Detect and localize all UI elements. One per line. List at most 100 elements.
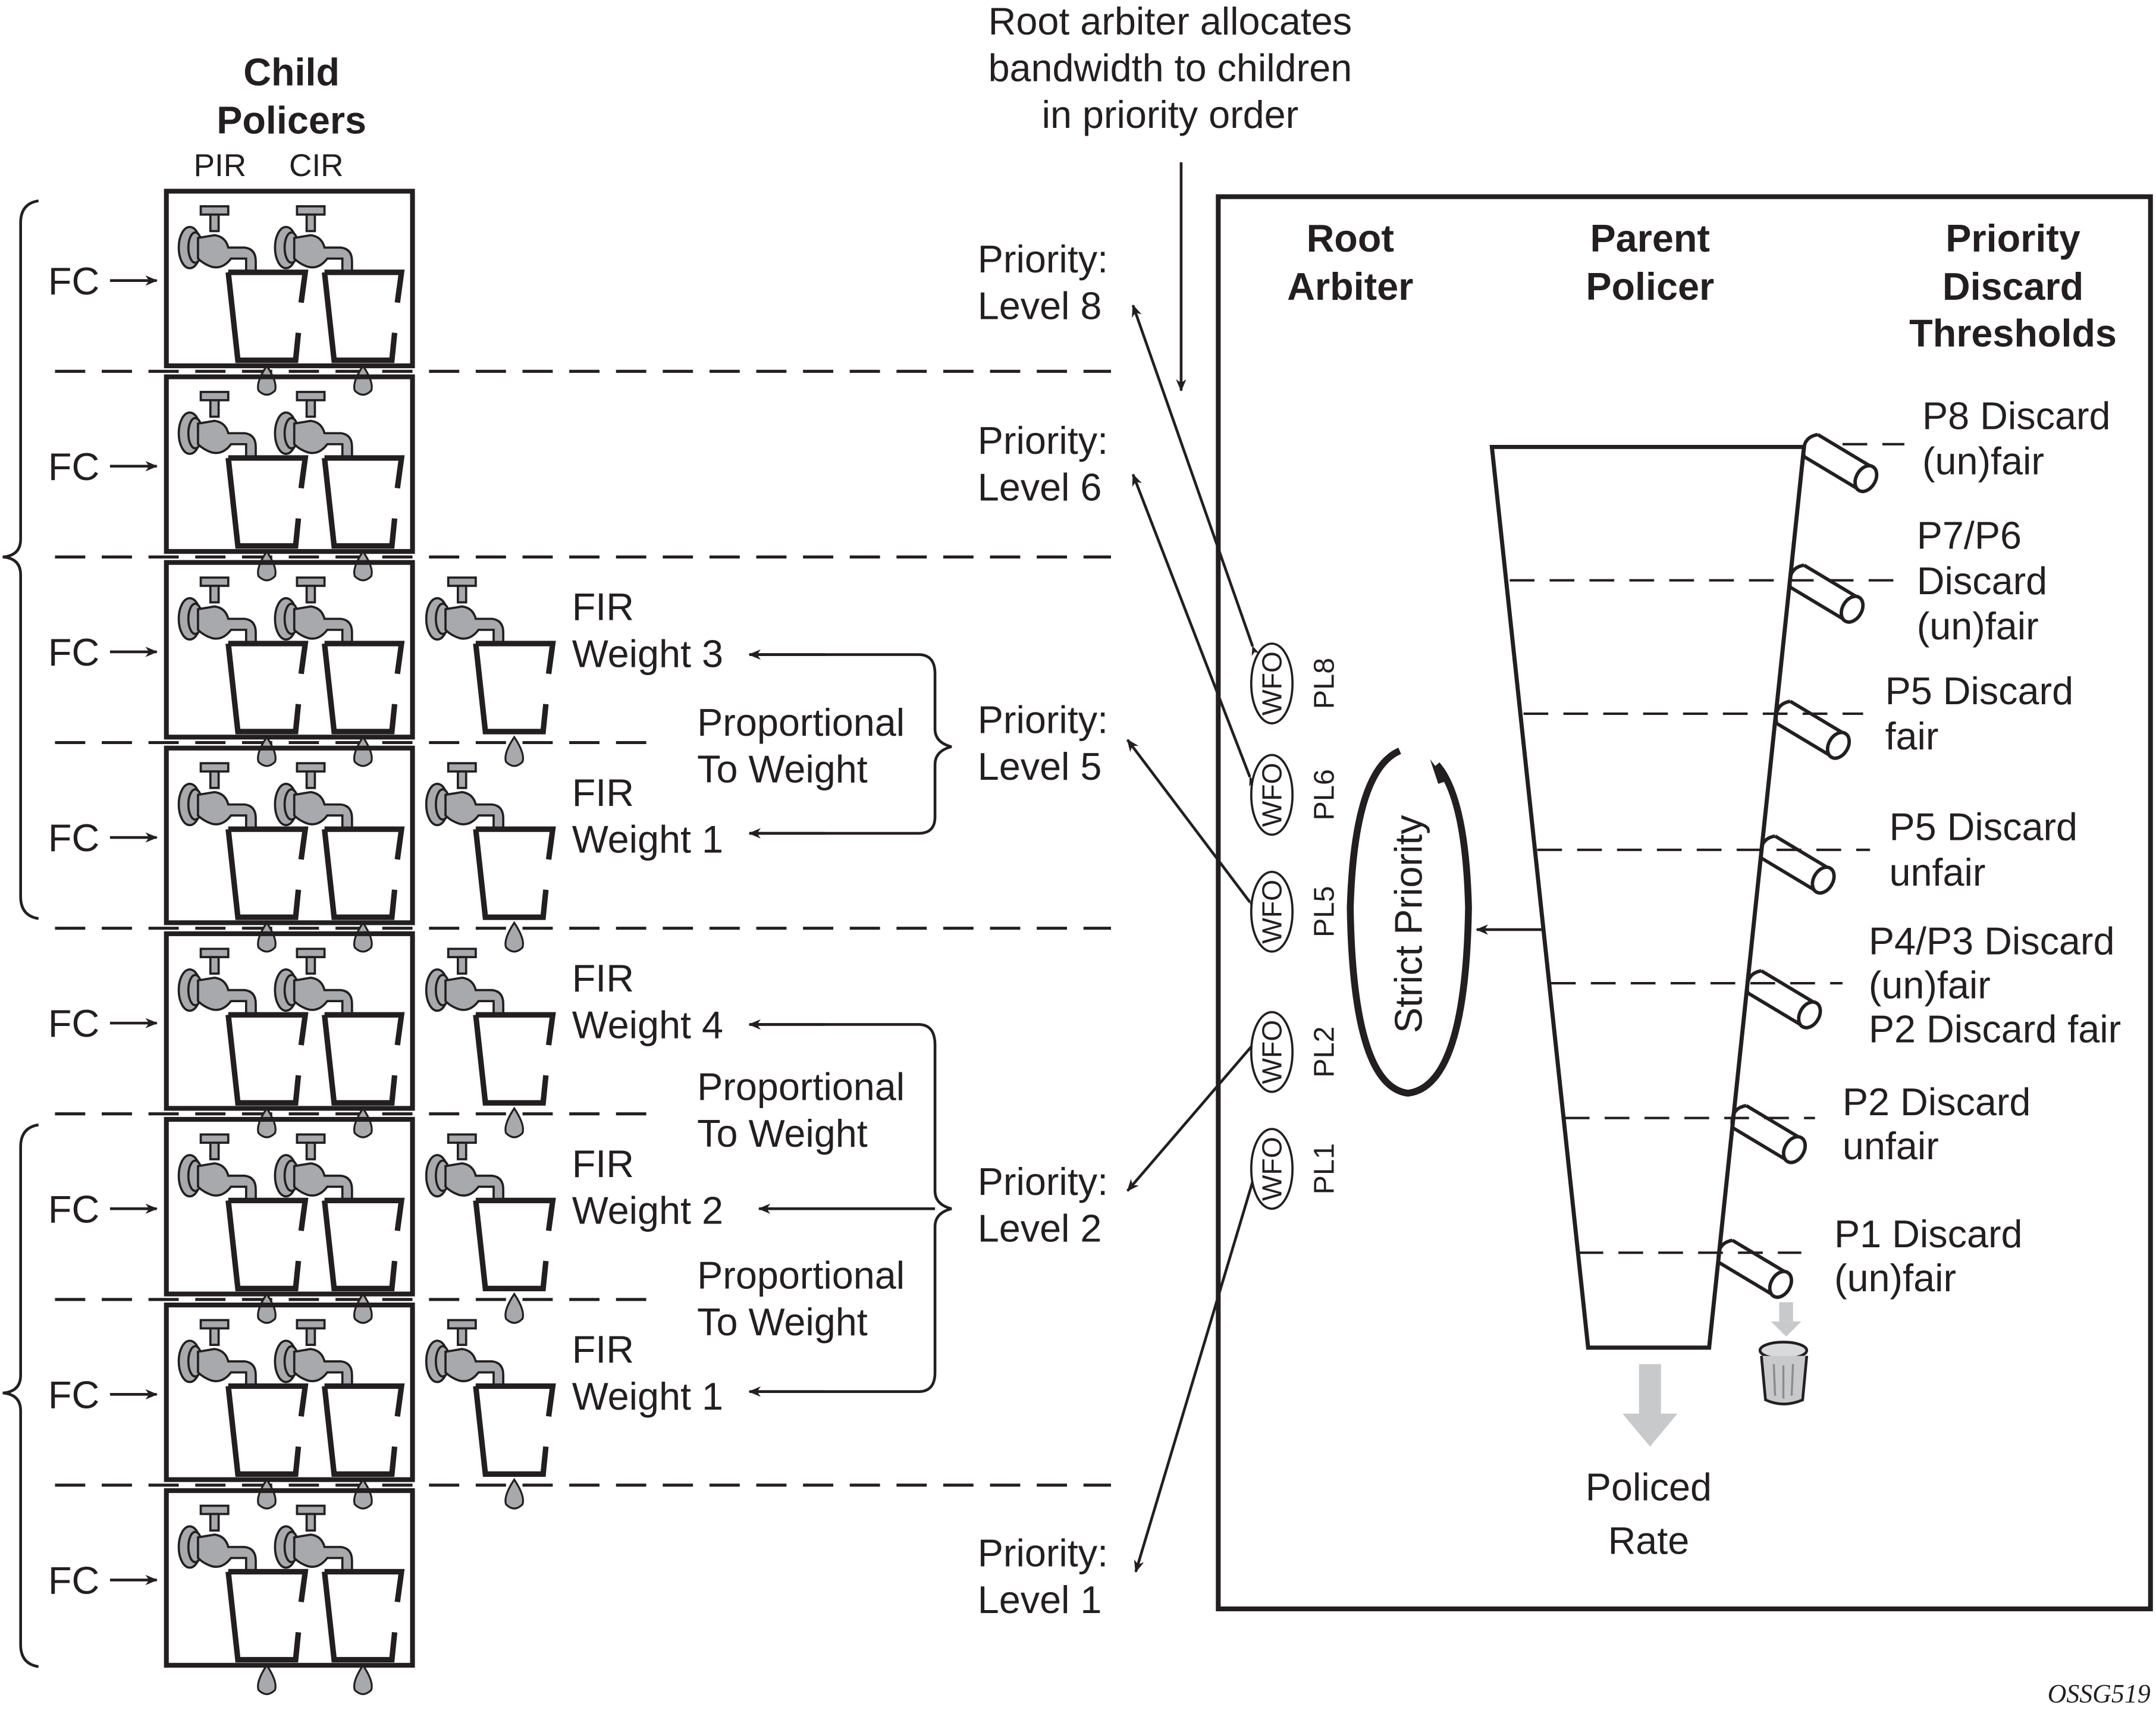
fir-label: FIR [572,585,634,629]
cir-faucet-icon [274,391,353,459]
svg-text:To Weight: To Weight [697,1112,868,1155]
fir-weight-label: Weight 4 [572,1003,723,1047]
svg-text:P2 Discard: P2 Discard [1843,1080,2031,1124]
fir-weight-label: Weight 3 [572,632,723,675]
svg-text:Level 1: Level 1 [978,1578,1102,1621]
wfo-loop-icon [1250,754,1294,836]
fir-label: FIR [572,771,634,814]
wfo-label: WFO [1257,651,1288,716]
child-policer-row: FC [48,189,415,394]
svg-text:Rate: Rate [1608,1519,1690,1562]
cir-faucet-icon [274,576,353,645]
discard-valve-icon [1804,435,1881,495]
discard-label-p1: P1 Discard (un)fair [1834,1212,2023,1300]
svg-text:Proportional: Proportional [697,701,905,744]
svg-text:unfair: unfair [1843,1124,1939,1168]
discard-valve-icon [1732,1106,1809,1166]
discard-valve-icon [1790,565,1867,626]
priority-level-tag: PL2 [1308,1026,1341,1077]
discard-valves [1718,435,1881,1301]
discard-arrow-icon [1771,1302,1802,1337]
svg-text:P4/P3 Discard: P4/P3 Discard [1869,920,2115,963]
svg-text:Thresholds: Thresholds [1909,312,2117,355]
pir-faucet-icon [177,1319,257,1388]
priority-level-5: Priority: Level 5 [978,698,1108,788]
cir-faucet-icon [274,205,353,274]
fir-weight-label: Weight 1 [572,1375,723,1418]
group-brace-lower [2,1123,39,1668]
annotation-line-3: in priority order [1042,93,1299,136]
fir-faucet-icon [425,762,504,831]
discard-thresholds-title: Priority Discard Thresholds [1909,217,2117,355]
policed-rate-arrow-icon [1622,1364,1678,1447]
group-brace-upper [2,199,39,920]
child-policers-title-1: Child [243,50,340,93]
priority-level-2: Priority: Level 2 [978,1160,1108,1250]
parent-policer-funnel [1489,444,1807,1350]
discard-label-p4-p3: P4/P3 Discard (un)fair P2 Discard fair [1869,920,2121,1051]
fir-label: FIR [572,956,634,1000]
pir-faucet-icon [177,1133,257,1202]
pir-faucet-icon [177,762,257,831]
priority-level-8: Priority: Level 8 [978,237,1108,328]
proportional-label-2: Proportional To Weight [697,1065,905,1156]
child-policer-box [164,745,415,925]
priority-level-1: Priority: Level 1 [978,1531,1108,1621]
cir-faucet-icon [274,1133,353,1202]
cir-faucet-icon [274,762,353,831]
root-arbiter-title: Root Arbiter [1287,217,1413,308]
top-annotation: Root arbiter allocates bandwidth to chil… [988,0,1352,392]
child-policer-box [164,560,415,740]
priority-connectors [1126,304,1265,1573]
strict-priority-loop [1347,748,1472,1097]
svg-text:P8 Discard: P8 Discard [1922,394,2111,437]
fir-label: FIR [572,1142,634,1185]
proportional-label-1: Proportional To Weight [697,701,905,791]
discard-valve-icon [1776,701,1853,762]
fc-label: FC [48,445,99,488]
discard-valve-icon [1761,836,1838,897]
priority-level-tag: PL6 [1308,769,1341,820]
annotation-line-2: bandwidth to children [988,46,1352,89]
child-policer-box [164,1116,415,1297]
row-separators [55,369,1111,1487]
svg-text:Priority:: Priority: [978,1531,1108,1574]
pir-faucet-icon [177,205,257,274]
fir-faucet-icon [425,1319,504,1388]
pir-bucket-icon [228,1572,305,1695]
priority-level-tag: PL5 [1308,886,1341,937]
svg-text:Level 6: Level 6 [978,466,1102,509]
svg-text:Priority: Priority [1945,217,2080,260]
fc-label: FC [48,816,99,859]
fc-label: FC [48,1002,99,1045]
fir-label: FIR [572,1328,634,1371]
wfo-label: WFO [1257,763,1288,827]
svg-text:(un)fair: (un)fair [1834,1256,1956,1300]
svg-text:Arbiter: Arbiter [1287,265,1413,308]
svg-text:Discard: Discard [1942,265,2083,308]
svg-text:P7/P6: P7/P6 [1917,514,2022,557]
svg-text:To Weight: To Weight [697,748,868,791]
child-policer-row: FC [48,374,415,581]
cir-bucket-icon [325,1572,401,1695]
pir-label: PIR [194,148,247,183]
loop-arrowhead-icon [1430,759,1447,784]
wfo-scheduler: WFO PL6 [1250,754,1341,836]
wfo-loop-icon [1250,642,1294,724]
fir-faucet-icon [425,947,504,1016]
wfo-label: WFO [1257,880,1288,944]
fir-bucket-icon [476,1200,553,1323]
pir-faucet-icon [177,576,257,645]
fir-bucket-icon [476,1386,553,1508]
proportional-label-3: Proportional To Weight [697,1253,905,1344]
svg-text:Root: Root [1307,217,1394,260]
svg-text:P1 Discard: P1 Discard [1834,1212,2023,1256]
svg-text:P5 Discard: P5 Discard [1885,669,2074,713]
svg-text:(un)fair: (un)fair [1869,964,1991,1007]
